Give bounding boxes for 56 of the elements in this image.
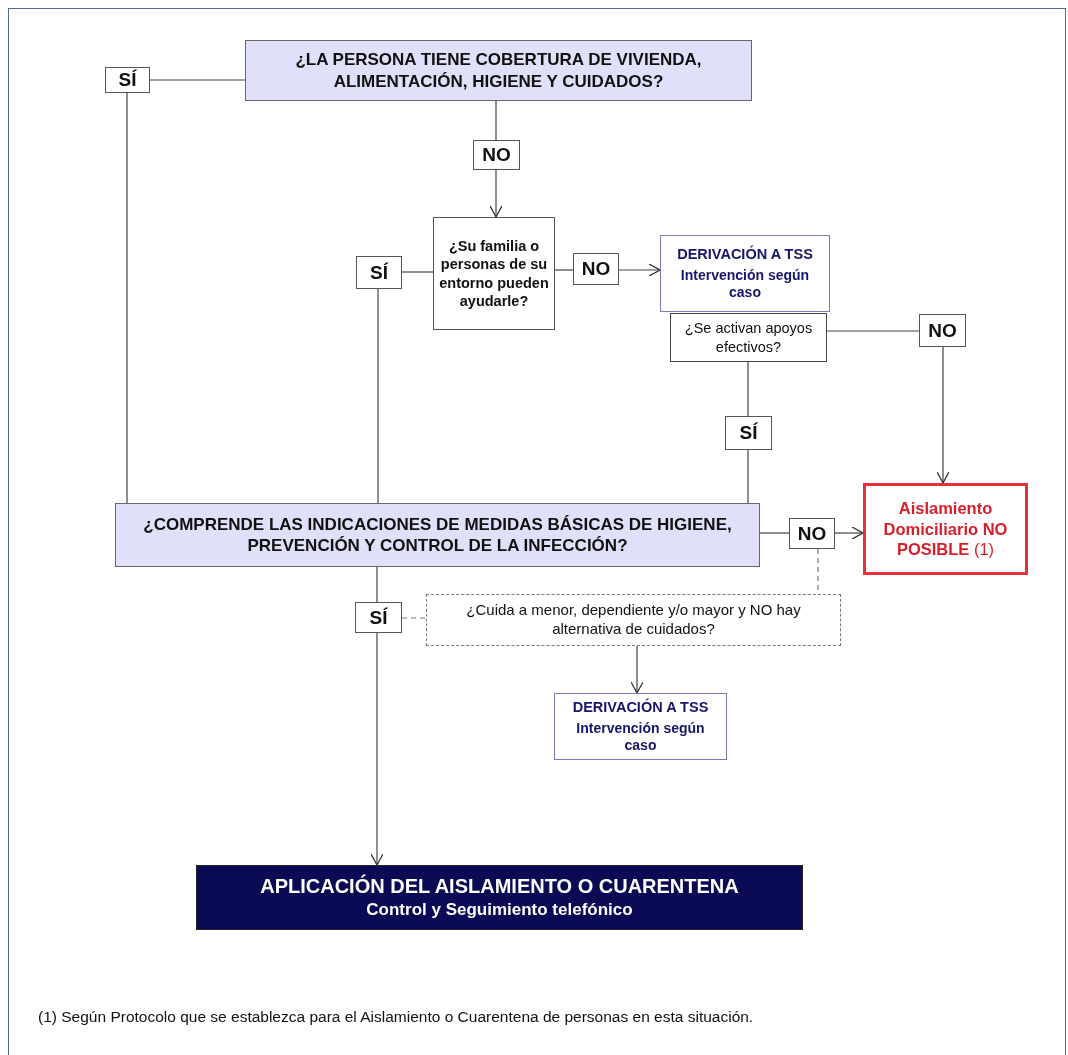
connector-line <box>747 361 749 417</box>
connector-line <box>376 566 378 603</box>
node-subtitle: Intervención según caso <box>679 266 811 302</box>
node-title: Aislamiento Domiciliario NO POSIBLE (1) <box>882 498 1009 560</box>
node-subtitle: Intervención según caso <box>575 719 706 755</box>
answer-box <box>789 518 835 549</box>
node-title: APLICACIÓN DEL AISLAMIENTO O CUARENTENA <box>260 874 739 900</box>
node-subtitle: Control y Seguimiento telefónico <box>366 899 633 921</box>
connector-line <box>377 288 379 504</box>
result-box <box>196 865 803 930</box>
arrow <box>370 632 384 866</box>
question-box <box>433 217 555 330</box>
connector-line <box>149 79 246 81</box>
answer-label: SÍ <box>370 260 388 285</box>
connector-line <box>747 449 749 504</box>
answer-label: NO <box>482 143 511 167</box>
connector-line <box>401 617 427 619</box>
answer-label: SÍ <box>739 421 758 445</box>
answer-label: SÍ <box>118 68 137 92</box>
referral-box <box>554 693 727 760</box>
node-title: DERIVACIÓN A TSS <box>677 245 813 264</box>
node-title: ¿Se activan apoyos efectivos? <box>683 319 814 356</box>
arrow <box>834 526 864 540</box>
node-title: ¿Su familia o personas de su entorno pueden ayudarle? <box>438 237 550 310</box>
answer-label: NO <box>928 318 957 343</box>
connector-line <box>826 330 920 332</box>
node-title: DERIVACIÓN A TSS <box>572 698 709 717</box>
arrow <box>618 263 661 277</box>
connector-line <box>495 100 497 141</box>
arrow <box>630 645 644 694</box>
node-title: ¿LA PERSONA TIENE COBERTURA DE VIVIENDA, ALIMENTACIÓN, HIGIENE Y CUIDADOS? <box>294 49 703 92</box>
arrow <box>936 346 950 484</box>
answer-label: SÍ <box>369 605 388 630</box>
question-box <box>245 40 752 101</box>
connector-line <box>759 532 790 534</box>
answer-box <box>355 602 402 633</box>
arrow <box>489 169 503 218</box>
answer-box <box>105 67 150 93</box>
question-box <box>426 594 841 646</box>
answer-box <box>573 253 619 285</box>
node-title: ¿COMPRENDE LAS INDICACIONES DE MEDIDAS BÁSICAS DE HIGIENE, PREVENCIÓN Y CONTROL DE LA INFECCIÓN? <box>142 513 733 557</box>
connector-line <box>126 92 128 504</box>
answer-label: NO <box>797 521 827 546</box>
footnote-text: (1) Según Protocolo que se establezca para el Aislamiento o Cuarentena de personas en esta situación. <box>38 1008 754 1026</box>
node-title: ¿Cuida a menor, dependiente y/o mayor y NO hay alternativa de cuidados? <box>465 601 802 639</box>
answer-label: NO <box>581 257 611 281</box>
answer-box <box>473 140 520 170</box>
answer-box <box>356 256 402 289</box>
question-box <box>670 313 827 362</box>
referral-box <box>660 235 830 312</box>
connector-line <box>554 269 574 271</box>
outcome-box <box>863 483 1028 575</box>
answer-box <box>725 416 772 450</box>
question-box <box>115 503 760 567</box>
answer-box <box>919 314 966 347</box>
connector-line <box>401 271 434 273</box>
